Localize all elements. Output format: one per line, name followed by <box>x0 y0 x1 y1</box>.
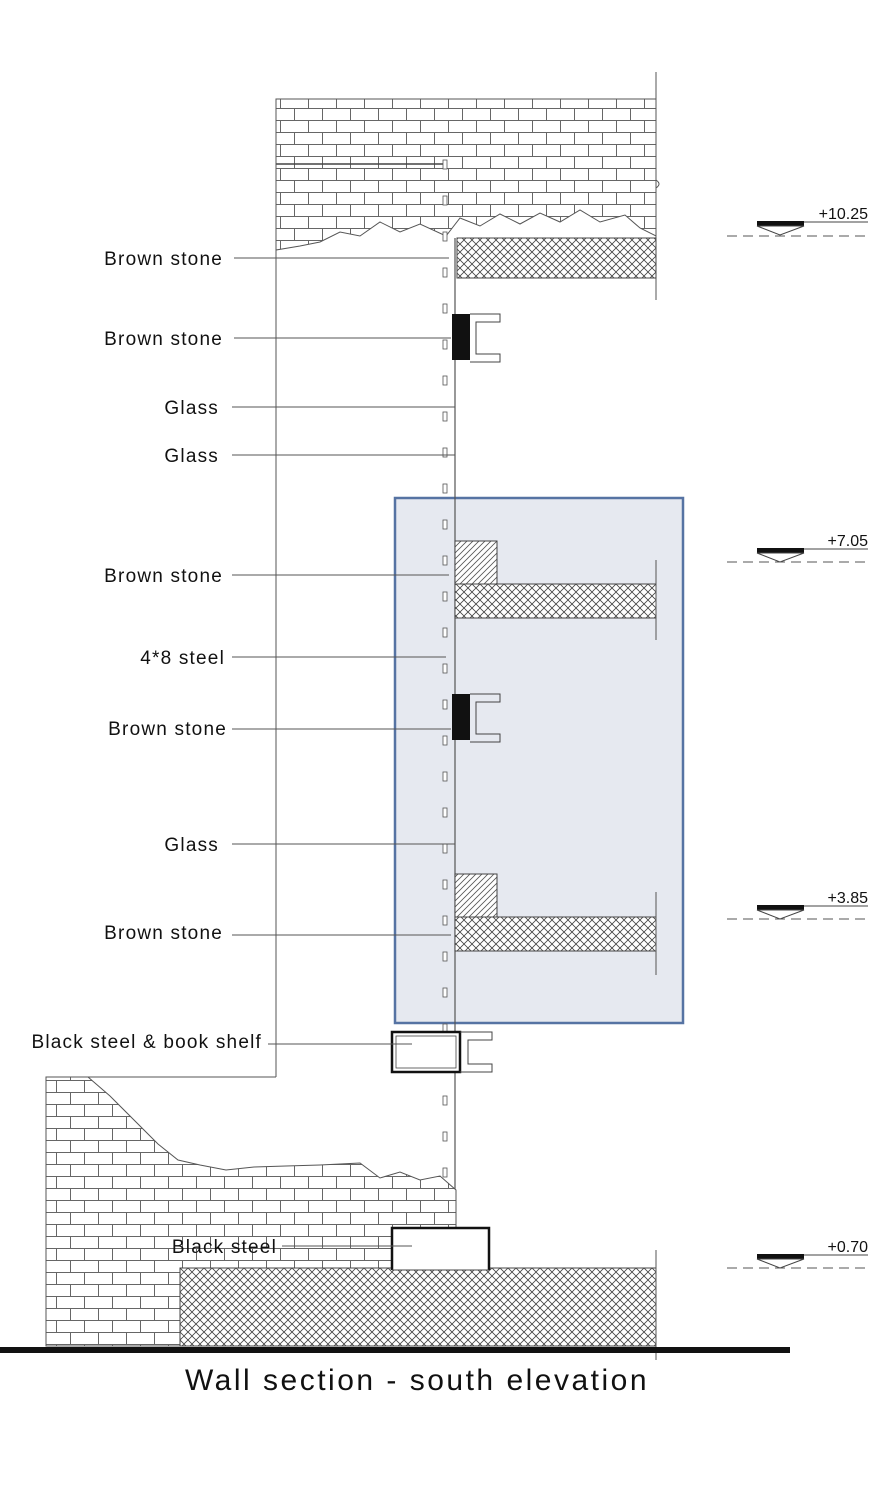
facade-clip <box>442 195 448 206</box>
label-brown-stone-4: Brown stone <box>108 719 227 740</box>
facade-clip <box>442 411 448 422</box>
level-label-7-05: +7.05 <box>828 533 869 550</box>
facade-clip <box>442 843 448 854</box>
facade-clip <box>442 771 448 782</box>
label-brown-stone-5: Brown stone <box>104 923 223 944</box>
facade-clip <box>442 627 448 638</box>
facade-clip <box>442 915 448 926</box>
level-marker-3-85: +3.85 <box>727 890 869 920</box>
facade-clip <box>442 231 448 242</box>
level-label-0-70: +0.70 <box>828 1239 869 1256</box>
level-marker-10-25: +10.25 <box>727 206 868 237</box>
level-label-10-25: +10.25 <box>819 206 868 223</box>
facade-clip <box>442 591 448 602</box>
slab-7-05 <box>454 540 657 640</box>
facade-clip <box>442 1095 448 1106</box>
drawing-title: Wall section - south elevation <box>185 1364 649 1397</box>
slab-3-85 <box>454 873 657 975</box>
facade-clips <box>442 159 448 1178</box>
facade-clip <box>442 735 448 746</box>
brown-stone-panel-middle <box>452 693 501 743</box>
annotation-labels: Brown stone Brown stone Glass Glass Brow… <box>31 249 277 1258</box>
upper-masonry <box>275 98 657 251</box>
label-brown-stone-2: Brown stone <box>104 329 223 350</box>
facade-clip <box>442 663 448 674</box>
facade-clip <box>442 555 448 566</box>
facade-clip <box>442 1131 448 1142</box>
facade-clip <box>442 951 448 962</box>
facade-clip <box>442 483 448 494</box>
facade-clip <box>442 447 448 458</box>
label-4x8-steel: 4*8 steel <box>140 648 225 669</box>
slab-top <box>456 237 657 279</box>
label-glass-1: Glass <box>164 398 219 419</box>
level-label-3-85: +3.85 <box>828 890 869 907</box>
facade-clip <box>442 807 448 818</box>
facade-clip <box>442 159 448 170</box>
facade-clip <box>442 303 448 314</box>
level-marker-7-05: +7.05 <box>727 533 869 563</box>
label-brown-stone-1: Brown stone <box>104 249 223 270</box>
facade-clip <box>442 699 448 710</box>
label-black-steel: Black steel <box>172 1237 277 1258</box>
facade-clip <box>442 339 448 350</box>
label-glass-2: Glass <box>164 446 219 467</box>
ground-slab <box>179 1267 657 1347</box>
facade-clip <box>442 267 448 278</box>
brown-stone-panel-upper <box>452 313 501 363</box>
label-brown-stone-3: Brown stone <box>104 566 223 587</box>
label-glass-3: Glass <box>164 835 219 856</box>
facade-clip <box>442 519 448 530</box>
facade-clip <box>442 375 448 386</box>
black-steel-box <box>390 1226 491 1271</box>
leader-lines <box>232 257 455 1247</box>
level-marker-0-70: +0.70 <box>727 1239 869 1269</box>
ground-line <box>0 1347 790 1353</box>
book-shelf-box <box>390 1030 493 1074</box>
facade-clip <box>442 1167 448 1178</box>
facade-clip <box>442 879 448 890</box>
facade-clip <box>442 987 448 998</box>
label-black-steel-book-shelf: Black steel & book shelf <box>31 1032 262 1053</box>
